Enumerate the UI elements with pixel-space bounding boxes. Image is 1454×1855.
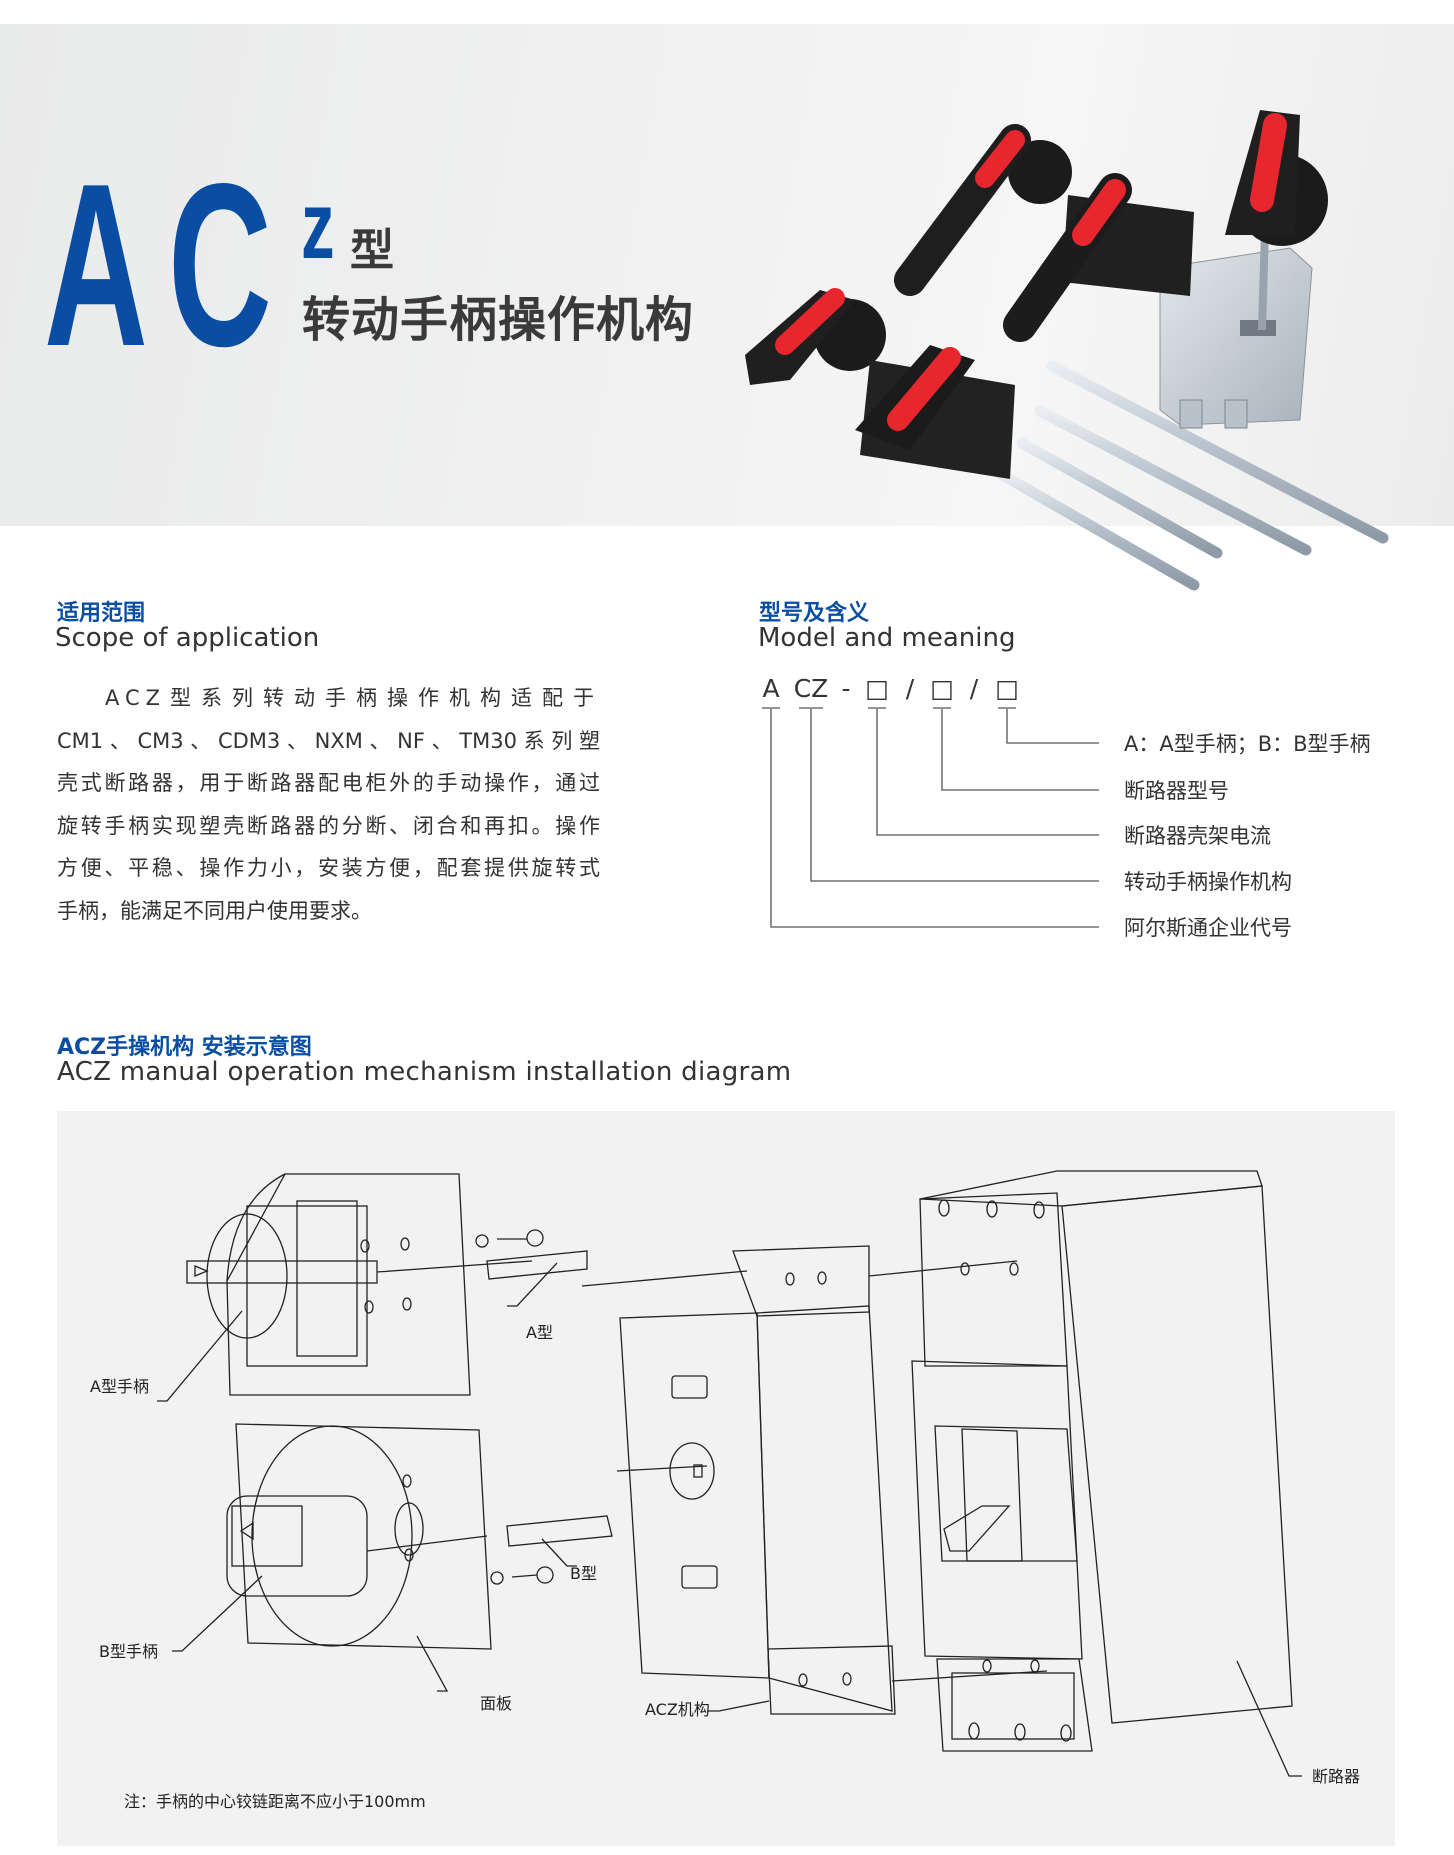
scope-line: ACZ型系列转动手柄操作机构适配于 — [105, 686, 600, 710]
shaft — [1034, 405, 1312, 556]
mounting-bracket — [1159, 229, 1313, 429]
model-leader-lines — [762, 707, 1099, 928]
extension-shafts — [993, 360, 1389, 591]
model-meaning: 转动手柄操作机构 — [1124, 870, 1292, 894]
installation-title-cn: ACZ手操机构 安装示意图 — [57, 1035, 312, 1060]
logo-type-label: 型 — [350, 225, 394, 276]
label-b-type: B型 — [570, 1564, 597, 1583]
scope-line: 壳式断路器，用于断路器配电柜外的手动操作，通过 — [57, 771, 600, 795]
model-title-cn: 型号及含义 — [759, 601, 870, 626]
scope-line: 手柄，能满足不同用户使用要求。 — [57, 898, 372, 923]
installation-diagram: A型手柄 A型 B型 B型手柄 面板 ACZ机构 断路器 注：手柄的中心铰链距离… — [57, 1111, 1395, 1846]
model-meaning: 断路器型号 — [1124, 779, 1229, 803]
scope-paragraph: ACZ型系列转动手柄操作机构适配于 CM1、CM3、CDM3、NXM、NF、TM… — [57, 677, 600, 932]
logo-superscript-z: z — [301, 172, 335, 279]
label-a-handle: A型手柄 — [90, 1377, 149, 1396]
handle-long-round-base — [894, 124, 1072, 296]
label-panel: 面板 — [480, 1694, 513, 1713]
product-photo — [745, 110, 1389, 591]
model-code-part: CZ — [793, 674, 829, 703]
scope-title-cn: 适用范围 — [57, 601, 146, 626]
logo-letter-a: A — [44, 136, 148, 395]
label-a-type: A型 — [526, 1323, 553, 1342]
label-acz-mechanism: ACZ机构 — [645, 1700, 710, 1719]
model-code-part: □ — [865, 674, 889, 703]
label-b-handle: B型手柄 — [99, 1642, 158, 1661]
logo-letter-c: C — [168, 136, 272, 395]
model-title-en: Model and meaning — [758, 623, 1016, 653]
installation-note: 注：手柄的中心铰链距离不应小于100mm — [124, 1792, 426, 1811]
shaft — [1016, 437, 1223, 559]
acz-mechanism — [581, 1245, 1048, 1715]
model-code-part: □ — [995, 674, 1019, 703]
scope-line: 旋转手柄实现塑壳断路器的分断、闭合和再扣。操作 — [57, 813, 600, 838]
scope-line: 方便、平稳、操作力小，安装方便，配套提供旋转式 — [57, 856, 600, 880]
model-code-part: / — [969, 674, 979, 703]
model-meaning: A：A型手柄；B：B型手柄 — [1124, 732, 1371, 756]
model-code-part: / — [905, 674, 915, 703]
installation-title-en: ACZ manual operation mechanism installat… — [57, 1057, 792, 1087]
page-title: 转动手柄操作机构 — [302, 292, 695, 348]
model-code-part: - — [841, 674, 851, 703]
model-code-part: A — [762, 674, 780, 703]
circuit-breaker — [911, 1170, 1293, 1752]
shaft — [1046, 360, 1389, 544]
installation-line-art — [157, 1170, 1302, 1777]
shaft — [993, 467, 1200, 591]
panel-a — [186, 1173, 533, 1396]
handle-long-square-base — [1003, 173, 1194, 342]
label-breaker: 断路器 — [1312, 1767, 1361, 1786]
scope-line: CM1、CM3、CDM3、NXM、NF、TM30系列塑 — [57, 728, 600, 753]
handle-with-bracket — [1225, 110, 1328, 246]
handle-short-round-base — [745, 288, 886, 385]
model-meaning: 阿尔斯通企业代号 — [1124, 916, 1292, 940]
panel-b — [226, 1423, 492, 1650]
model-meaning: 断路器壳架电流 — [1124, 824, 1271, 848]
scope-title-en: Scope of application — [55, 623, 320, 653]
model-code-part: □ — [930, 674, 954, 703]
handle-short-square-base — [855, 345, 1015, 479]
